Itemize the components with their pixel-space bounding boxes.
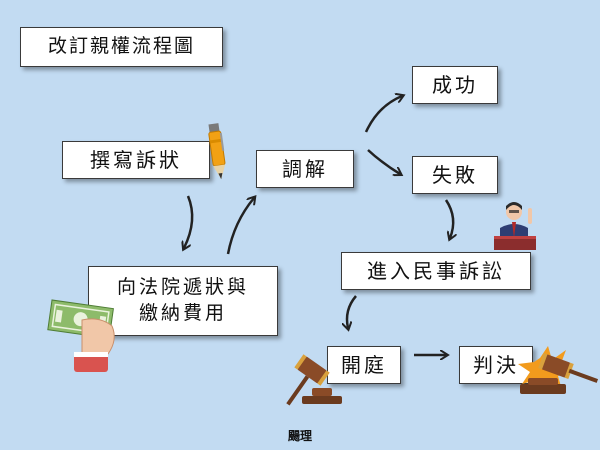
arrow-submit-to-mediate — [226, 198, 254, 255]
arrow-draft-to-submit — [184, 195, 194, 248]
diagram-title: 改訂親權流程圖 — [20, 27, 223, 67]
arrow-civil-to-court — [347, 295, 357, 328]
node-submit-and-pay[interactable]: 向法院遞狀與 繳納費用 — [88, 266, 278, 336]
node-judgment[interactable]: 判決 — [459, 346, 533, 384]
node-court-hearing[interactable]: 開庭 — [327, 346, 401, 384]
node-failure[interactable]: 失敗 — [412, 156, 498, 194]
node-civil-litigation[interactable]: 進入民事訴訟 — [341, 252, 531, 290]
node-submit-line1: 向法院遞狀與 — [116, 276, 249, 299]
node-submit-line2: 繳納費用 — [138, 302, 227, 324]
footer-credit: 颺理 — [287, 429, 312, 443]
arrow-fail-to-civil — [444, 199, 453, 238]
arrow-mediate-to-success — [364, 96, 402, 133]
node-mediation[interactable]: 調解 — [256, 150, 354, 188]
node-success[interactable]: 成功 — [412, 66, 498, 104]
node-draft-complaint[interactable]: 撰寫訴狀 — [62, 141, 210, 179]
arrow-mediate-to-fail — [367, 149, 400, 174]
